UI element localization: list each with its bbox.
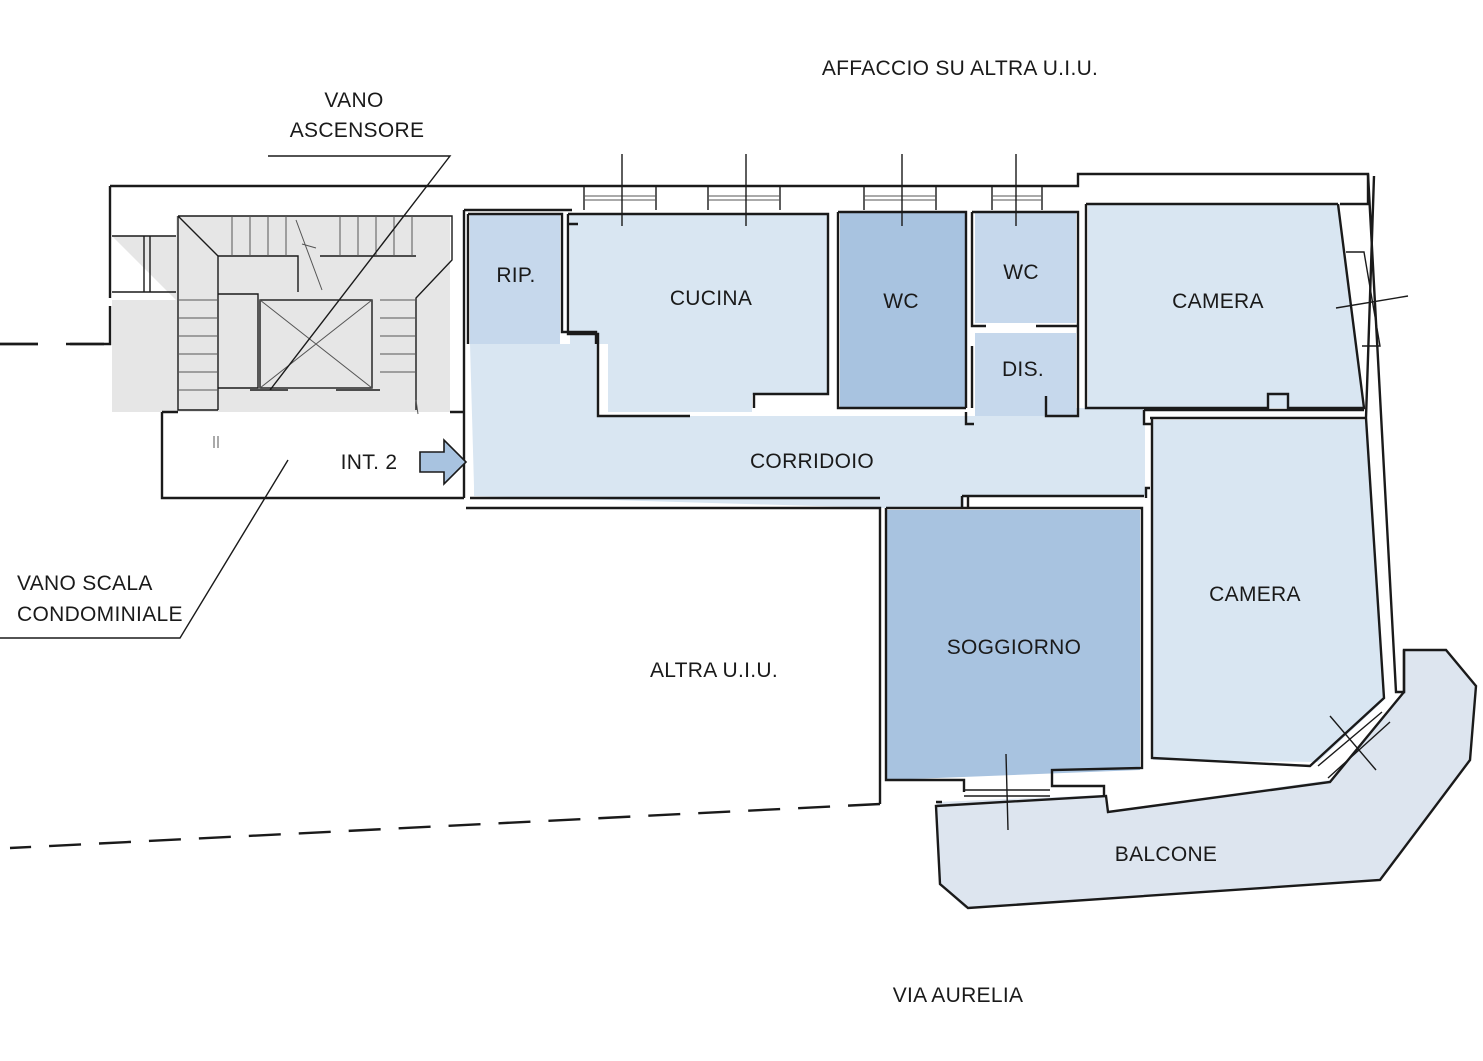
vano-ascensore-label-2: ASCENSORE	[290, 119, 425, 142]
room-wc-1: WC	[883, 290, 919, 313]
camera1-fill	[1088, 204, 1364, 408]
via-label: VIA AURELIA	[893, 984, 1024, 1007]
entrance-arrow-icon	[419, 438, 468, 486]
room-soggiorno: SOGGIORNO	[947, 636, 1082, 659]
dis-fill	[975, 333, 1076, 416]
labels: AFFACCIO SU ALTRA U.I.U. VANO ASCENSORE …	[17, 57, 1301, 1007]
vano-ascensore-label-1: VANO	[324, 89, 383, 112]
affaccio-label: AFFACCIO SU ALTRA U.I.U.	[822, 57, 1098, 80]
room-corridoio: CORRIDOIO	[750, 450, 874, 473]
room-camera-2: CAMERA	[1209, 583, 1301, 606]
room-cucina: CUCINA	[670, 287, 752, 310]
room-dis: DIS.	[1002, 358, 1044, 381]
wc2-fill	[975, 212, 1076, 323]
elevator-shaft	[259, 299, 373, 389]
room-fills	[112, 204, 1476, 908]
stair-fill	[112, 216, 450, 412]
int-label: INT. 2	[341, 451, 398, 474]
camera2-fill	[1153, 420, 1384, 762]
soggiorno-fill	[887, 510, 1140, 780]
altra-uiu-label: ALTRA U.I.U.	[650, 659, 778, 682]
staircase	[112, 215, 453, 448]
vano-scala-label-2: CONDOMINIALE	[17, 603, 183, 626]
rip-fill	[470, 215, 560, 344]
corridor-fill	[470, 344, 1145, 508]
wc1-fill	[840, 212, 965, 408]
vano-scala-label-1: VANO SCALA	[17, 572, 153, 595]
room-wc-2: WC	[1003, 261, 1039, 284]
room-balcone: BALCONE	[1115, 843, 1217, 866]
walls	[0, 154, 1478, 910]
cucina-fill	[570, 215, 828, 412]
balcone-fill	[937, 650, 1476, 908]
room-camera-1: CAMERA	[1172, 290, 1264, 313]
room-rip: RIP.	[496, 264, 535, 287]
